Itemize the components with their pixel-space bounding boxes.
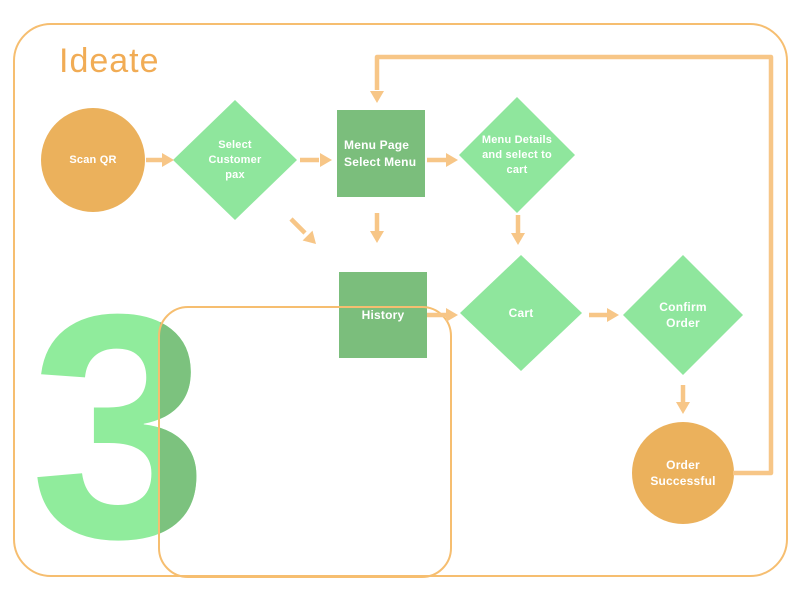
outer-rounded-frame [13,23,788,577]
node-scan-qr-label: Scan QR [69,153,117,166]
node-scan-qr: Scan QR [41,108,145,212]
node-select-customer-pax-label: Select Customer pax [208,138,262,181]
page-title: Ideate [59,42,160,80]
